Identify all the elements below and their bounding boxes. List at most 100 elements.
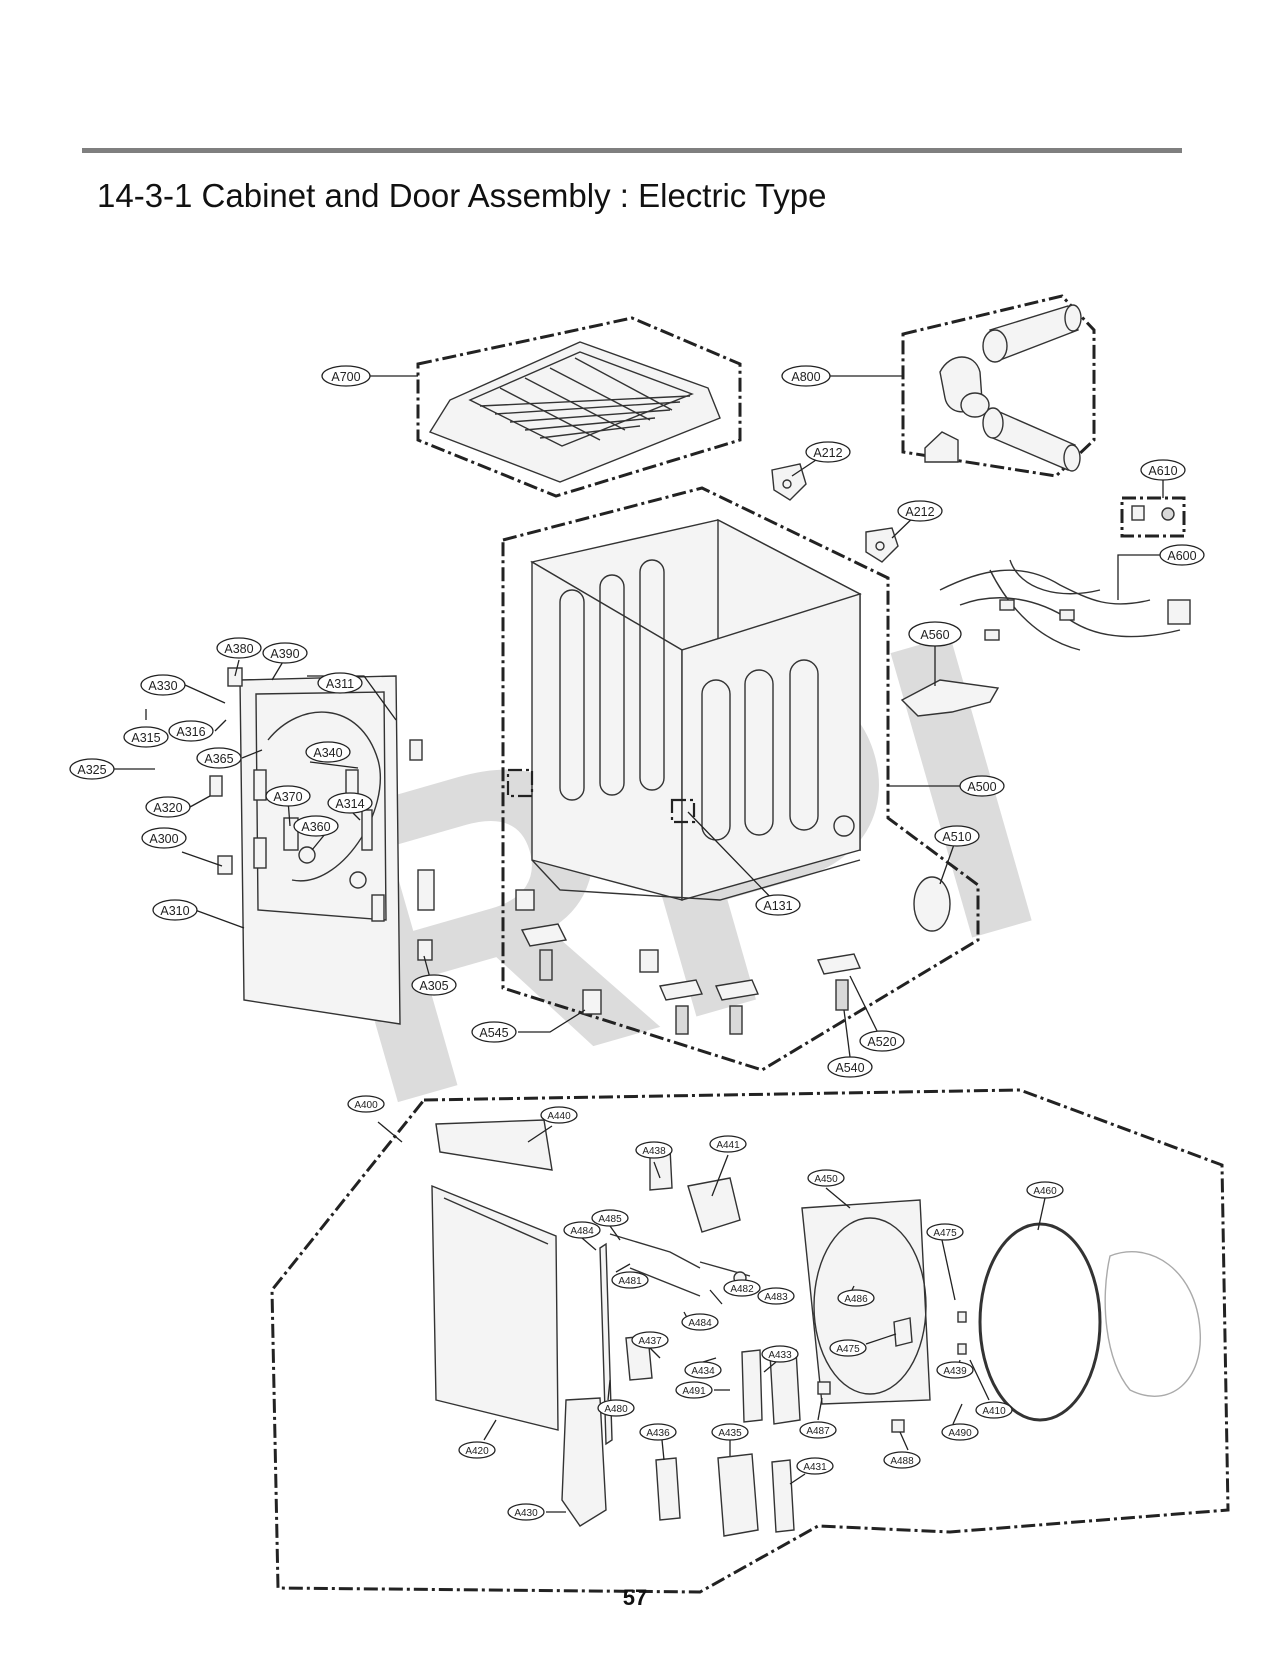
callout-a439: A439 — [936, 1361, 974, 1379]
svg-text:A475: A475 — [933, 1228, 957, 1239]
callout-a435: A435 — [711, 1423, 749, 1441]
callout-a310: A310 — [152, 899, 198, 921]
svg-text:A314: A314 — [335, 797, 364, 811]
svg-text:A460: A460 — [1033, 1186, 1057, 1197]
callout-a330: A330 — [140, 674, 186, 696]
svg-text:A485: A485 — [598, 1214, 622, 1225]
callout-a484-2: A484 — [681, 1313, 719, 1331]
callout-a360: A360 — [293, 815, 339, 837]
svg-text:A433: A433 — [768, 1350, 792, 1361]
svg-text:A300: A300 — [149, 832, 178, 846]
svg-text:A484: A484 — [688, 1318, 712, 1329]
front-panel-part — [209, 667, 435, 1025]
svg-text:A212: A212 — [813, 446, 842, 460]
svg-text:A330: A330 — [148, 679, 177, 693]
callout-a212-1: A212 — [805, 441, 851, 463]
callout-a600: A600 — [1159, 544, 1205, 566]
callout-a431: A431 — [796, 1457, 834, 1475]
callout-a520: A520 — [859, 1030, 905, 1052]
svg-text:A488: A488 — [890, 1456, 914, 1467]
callout-a437: A437 — [631, 1331, 669, 1349]
svg-text:A380: A380 — [224, 642, 253, 656]
callout-a483: A483 — [757, 1287, 795, 1305]
page-number: 57 — [622, 1585, 648, 1610]
svg-text:A310: A310 — [160, 904, 189, 918]
callout-a488: A488 — [883, 1451, 921, 1469]
wire-harness-part — [939, 559, 1191, 651]
svg-text:A610: A610 — [1148, 464, 1177, 478]
a560-chute-part — [900, 679, 1000, 717]
svg-text:A436: A436 — [646, 1428, 670, 1439]
callout-a131: A131 — [755, 894, 801, 916]
svg-text:A431: A431 — [803, 1462, 827, 1473]
svg-text:A510: A510 — [942, 830, 971, 844]
cabinet-part — [506, 518, 862, 901]
svg-text:A305: A305 — [419, 979, 448, 993]
callout-a320: A320 — [145, 796, 191, 818]
callout-a370: A370 — [265, 785, 311, 807]
callout-a410: A410 — [975, 1401, 1013, 1419]
svg-text:A435: A435 — [718, 1428, 742, 1439]
svg-text:A365: A365 — [204, 752, 233, 766]
bracket-a212-part-2 — [865, 527, 899, 563]
svg-text:A400: A400 — [354, 1100, 378, 1111]
callout-a482: A482 — [723, 1279, 761, 1297]
outline-cabinet — [501, 486, 980, 1072]
svg-text:A437: A437 — [638, 1336, 662, 1347]
callout-a380: A380 — [216, 637, 262, 659]
svg-text:A800: A800 — [791, 370, 820, 384]
callout-a440: A440 — [540, 1106, 578, 1124]
callout-a700: A700 — [321, 365, 371, 387]
callout-a475-1: A475 — [926, 1223, 964, 1241]
callout-a485: A485 — [591, 1209, 629, 1227]
top-panel-part — [428, 341, 721, 483]
callout-a490: A490 — [941, 1423, 979, 1441]
callout-a510: A510 — [934, 825, 980, 847]
svg-text:A131: A131 — [763, 899, 792, 913]
svg-text:A439: A439 — [943, 1366, 967, 1377]
page-title: 14-3-1 Cabinet and Door Assembly : Elect… — [97, 177, 827, 214]
svg-text:A481: A481 — [618, 1276, 642, 1287]
callout-a436: A436 — [639, 1423, 677, 1441]
svg-text:A487: A487 — [806, 1426, 830, 1437]
svg-text:A483: A483 — [764, 1292, 788, 1303]
svg-text:A540: A540 — [835, 1061, 864, 1075]
callout-a390: A390 — [262, 642, 308, 664]
svg-text:A486: A486 — [844, 1294, 868, 1305]
svg-text:A410: A410 — [982, 1406, 1006, 1417]
callout-a475-2: A475 — [829, 1339, 867, 1357]
svg-text:A212: A212 — [905, 505, 934, 519]
outline-a610 — [1120, 496, 1186, 538]
svg-text:A482: A482 — [730, 1284, 754, 1295]
exhaust-duct-part — [924, 304, 1082, 472]
outline-door-assembly — [270, 1088, 1230, 1594]
svg-text:A311: A311 — [326, 677, 354, 691]
leveling-feet-parts — [515, 889, 861, 1035]
callout-a400: A400 — [347, 1095, 385, 1113]
svg-text:A390: A390 — [270, 647, 299, 661]
callout-a430: A430 — [507, 1503, 545, 1521]
callout-a420: A420 — [458, 1441, 496, 1459]
svg-text:A484: A484 — [570, 1226, 594, 1237]
svg-text:A491: A491 — [682, 1386, 706, 1397]
svg-text:A700: A700 — [331, 370, 360, 384]
svg-text:A370: A370 — [273, 790, 302, 804]
callout-a365: A365 — [196, 747, 242, 769]
svg-text:A430: A430 — [514, 1508, 538, 1519]
svg-text:A441: A441 — [716, 1140, 740, 1151]
header-rule — [82, 148, 1182, 153]
callout-a481: A481 — [611, 1271, 649, 1289]
callout-a315: A315 — [123, 726, 169, 748]
outline-top-panel — [416, 316, 742, 498]
callout-a545: A545 — [471, 1021, 517, 1043]
callout-a314: A314 — [327, 792, 373, 814]
svg-text:A560: A560 — [920, 628, 949, 642]
a610-parts — [1131, 505, 1175, 521]
svg-text:A320: A320 — [153, 801, 182, 815]
svg-text:A520: A520 — [867, 1035, 896, 1049]
callout-a487: A487 — [799, 1421, 837, 1439]
callout-a300: A300 — [141, 827, 187, 849]
svg-text:A340: A340 — [313, 746, 342, 760]
outline-duct — [901, 294, 1096, 478]
